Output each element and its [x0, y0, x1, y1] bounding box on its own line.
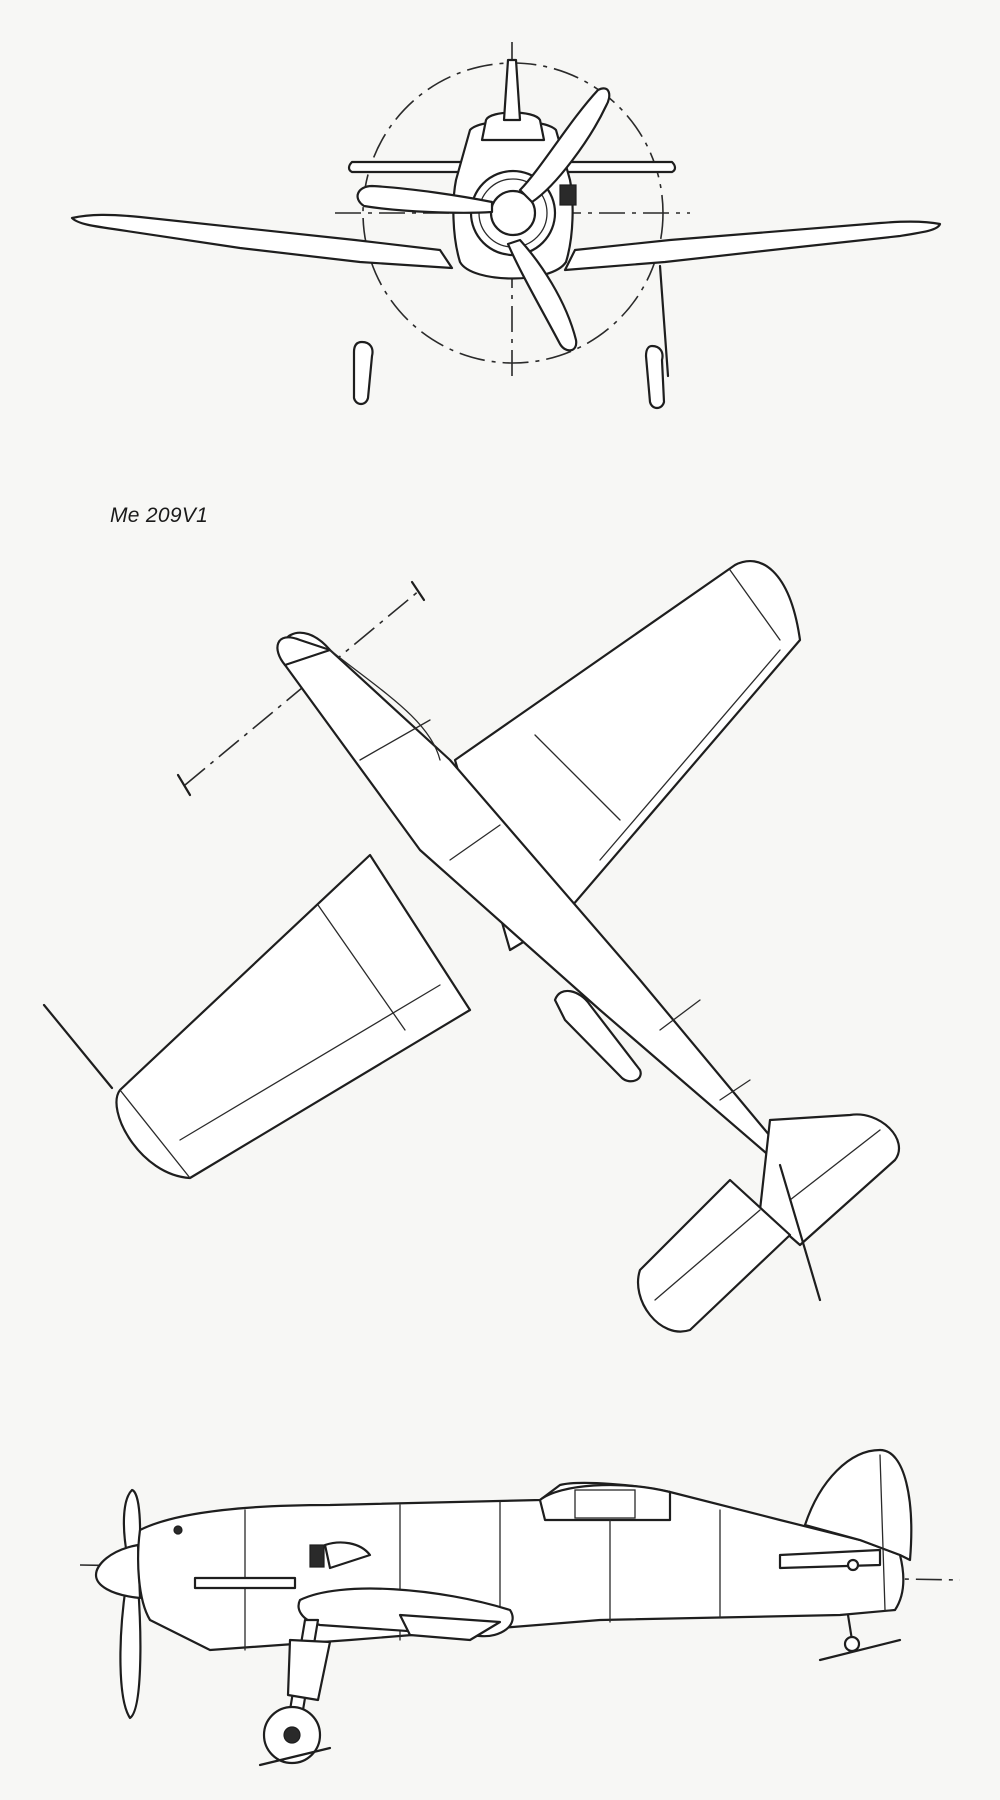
side-tailwheel — [843, 1635, 861, 1653]
side-canopy — [538, 1483, 672, 1522]
aircraft-caption: Me 209V1 — [110, 504, 209, 527]
front-right-wing — [563, 220, 942, 272]
plan-upper-wing-panel1 — [534, 734, 621, 821]
plan-fuselage-panel2 — [449, 824, 501, 861]
plan-cowling — [329, 649, 441, 761]
front-left-wing — [70, 213, 454, 270]
plan-upper-wing — [453, 560, 802, 952]
side-flap — [398, 1613, 502, 1642]
front-exhaust — [559, 184, 577, 206]
plan-lower-wing-panel2 — [119, 1089, 191, 1179]
plan-view — [42, 560, 901, 1333]
plan-fuselage-panel3 — [659, 999, 701, 1031]
side-rudder-hinge — [879, 1454, 886, 1611]
plan-spinner — [276, 636, 332, 667]
front-right-gear — [644, 344, 666, 410]
side-exhaust-block — [193, 1576, 297, 1590]
side-canopy-frame — [574, 1489, 636, 1519]
plan-tail-hinge-lower — [654, 1209, 761, 1301]
front-left-gear — [352, 340, 374, 406]
plan-tail-cone-line — [778, 1163, 822, 1302]
side-fin — [803, 1448, 913, 1562]
side-gear-door — [286, 1638, 332, 1702]
plan-lower-wing — [115, 853, 472, 1180]
front-view — [70, 42, 942, 410]
plan-fuselage-panel1 — [359, 719, 431, 761]
side-ground-rear — [818, 1638, 902, 1662]
plan-prop-line-cap1 — [176, 773, 192, 797]
side-tailwheel-leg — [846, 1613, 854, 1642]
front-blade-left — [356, 184, 494, 214]
side-cockpit-hatch — [309, 1544, 325, 1568]
plan-lower-wing-flap-line — [179, 984, 441, 1141]
side-detail-dot2 — [846, 1558, 860, 1572]
plan-cockpit — [553, 989, 642, 1083]
side-cowl-hatch — [323, 1541, 372, 1570]
plan-tail-lower — [637, 1178, 792, 1333]
side-main-wheel-hub — [283, 1726, 301, 1744]
plan-lower-wing-panel1 — [317, 904, 406, 1031]
front-blade-lower — [506, 238, 578, 352]
plan-upper-wing-panel2 — [729, 569, 781, 641]
front-right-gear-strut — [658, 264, 670, 378]
front-canopy — [480, 111, 546, 142]
side-spinner — [94, 1543, 142, 1600]
plan-fuselage-panel4 — [719, 1079, 751, 1101]
side-ground-front — [258, 1746, 332, 1767]
side-prop-lower — [119, 1583, 142, 1720]
front-blade-upper — [518, 87, 611, 204]
plan-prop-line-cap2 — [410, 580, 426, 602]
front-fin — [502, 58, 522, 122]
side-view — [79, 1448, 961, 1767]
plan-antenna-wire — [42, 1003, 114, 1090]
plan-upper-wing-flap-line — [599, 649, 781, 861]
plan-tail-hinge-upper — [789, 1129, 881, 1201]
side-detail-dot1 — [173, 1525, 183, 1535]
